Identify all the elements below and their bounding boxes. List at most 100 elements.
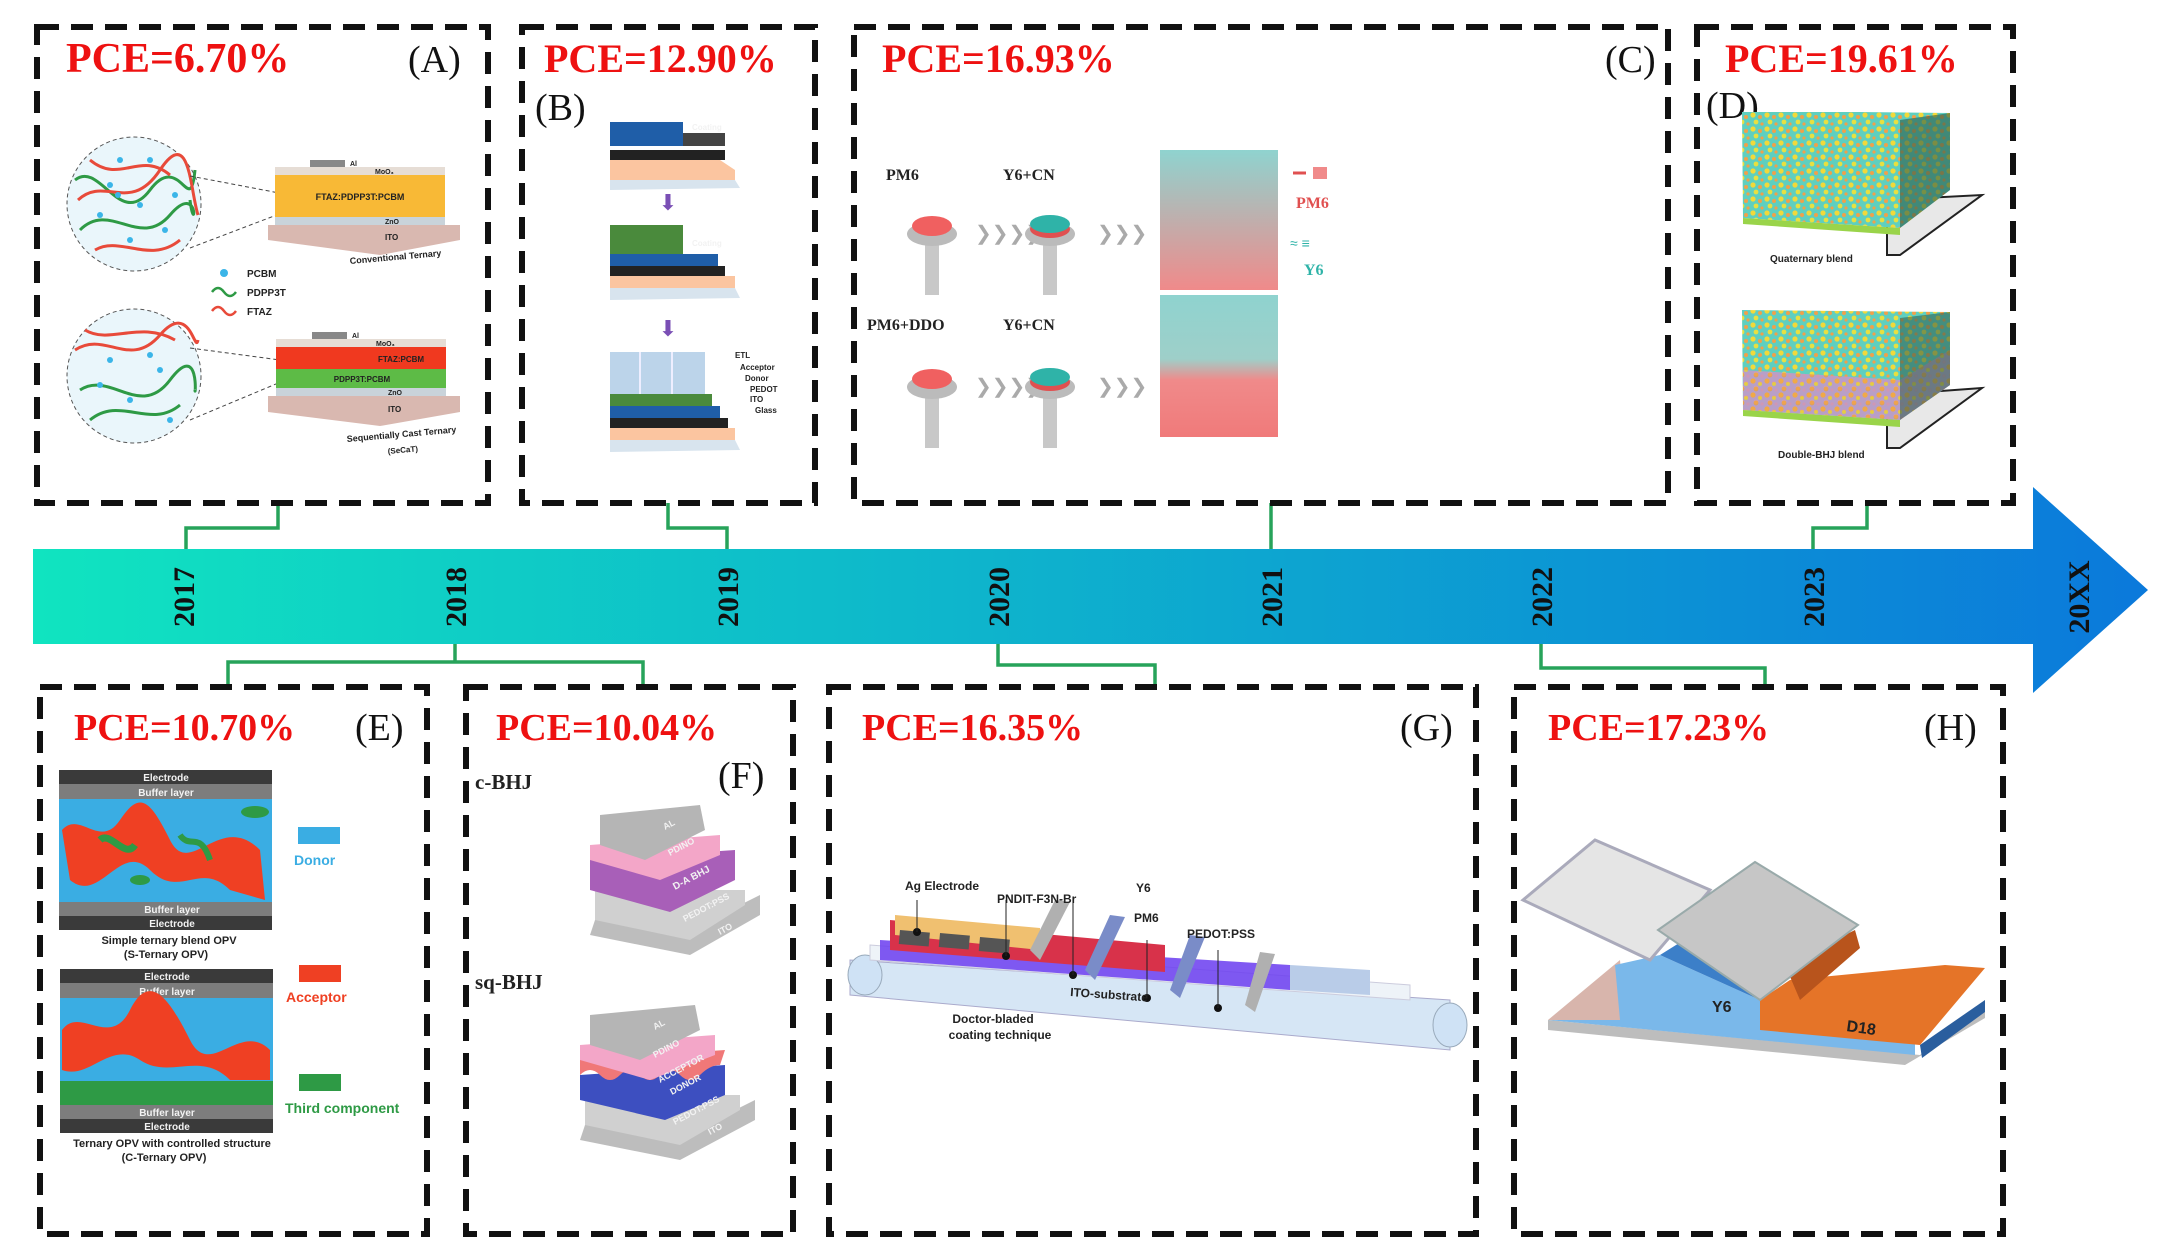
panel-c: PCE=16.93% (C) PM6 ❯❯❯❯ Y6+CN ❯❯❯ PM6+DD… [851,24,1671,506]
panels-b-layers-4: ITO [750,395,763,404]
panels-e-legend-0: Donor [294,852,336,868]
panels-c-row1-1: Y6+CN [1003,167,1055,184]
illustration-shape [1743,350,1950,420]
panels-a-bottom_device-layers-3: PDPP3T:PCBM [334,375,391,384]
panel-a-frame [34,24,491,506]
illustration-shape [312,332,347,339]
illustration-shape [60,1119,273,1133]
y6-aggregate-icon: ≈ ≡ [1290,235,1310,251]
illustration-shape [97,352,173,423]
panel-e-legend: Donor Acceptor Third component [285,827,400,1116]
panel-e: PCE=10.70% (E) Electrode Buffer layer Bu… [37,684,430,1237]
illustration-shape [130,875,150,885]
panels-e-stack_layers-buffer: Buffer layer [144,905,200,916]
illustration-shape [1043,240,1057,295]
panels-a-top_device-layers-3: ZnO [385,219,400,226]
illustration-shape [938,933,970,950]
panels-h-materials-0: Y6 [1712,999,1732,1016]
panels-e-legend-1: Acceptor [286,989,347,1005]
year-label-2017: 2017 [168,567,201,627]
panel-e-label: (E) [355,707,404,749]
panel-g-label: (G) [1400,707,1453,749]
panels-e-caption2_line1: Ternary OPV with controlled structure [73,1138,271,1150]
panels-h-materials-1: D18 [1845,1018,1877,1039]
illustration-shape [610,160,735,180]
illustration-shape [1900,312,1950,420]
panels-e-stack_layers-electrode: Electrode [149,919,195,930]
panels-d-captions-1: Double-BHJ blend [1778,450,1865,461]
illustration-shape [610,288,740,300]
panels-e-caption2_line2: (C-Ternary OPV) [122,1152,207,1164]
panels-c-legend-1: Y6 [1304,262,1324,279]
panel-b-frame [519,24,818,506]
illustration-shape [912,369,952,389]
illustration-shape [610,266,725,276]
illustration-shape [610,352,705,394]
illustration-shape [298,827,340,844]
illustration-shape [310,160,345,167]
illustration-shape [167,417,173,423]
illustration-shape [97,212,103,218]
panel-h: PCE=17.23% (H) Y6 D18 [1511,684,2006,1237]
sq-bhj-title: sq-BHJ [475,970,543,994]
illustration-shape [1656,860,1860,1002]
connector-a-2017 [184,503,280,549]
illustration-shape [97,834,138,853]
illustration-shape [97,382,103,388]
illustration-shape [66,308,202,444]
panels-b-layers-2: Donor [745,374,769,383]
panels-a-bottom_device-caption_line1: Sequentially Cast Ternary [346,424,456,444]
illustration-shape [62,802,265,900]
panels-e-stack_layers-buffer: Buffer layer [139,1108,195,1119]
illustration-shape [299,1074,341,1091]
panels-a-bottom_device-layers-4: ZnO [388,390,403,397]
illustration-shape [60,983,273,998]
coating-step-1: Coating [610,122,740,190]
illustration-shape [1030,215,1070,233]
illustration-shape [59,784,272,799]
illustration-shape [60,1081,273,1105]
panels-a-legend-0: PCBM [247,269,276,280]
illustration-shape [241,806,269,818]
panels-b-coating_label: Coating [692,123,722,132]
illustration-shape [115,192,121,198]
chevrons-icon: ❯❯❯ [1097,376,1147,398]
panel-f-pce: PCE=10.04% [496,707,717,749]
illustration-shape [610,225,683,254]
coating-step-2: Coating [610,225,740,300]
illustration-shape [275,167,445,175]
year-label-2019: 2019 [712,567,745,627]
panel-e-frame [37,684,430,1237]
chevrons-icon: ❯❯❯❯ [975,223,1042,245]
panels-b-layers-1: Acceptor [740,363,775,372]
panels-c-legend-0: PM6 [1296,195,1329,212]
illustration-shape [276,388,446,396]
illustration-shape [276,347,446,369]
panels-e-stack_layers-electrode: Electrode [144,1122,190,1133]
illustration-shape [610,394,712,406]
panel-a: PCE=6.70% (A) PCBM PDPP3 [34,24,491,506]
panels-a-bottom_device-layers-2: FTAZ:PCBM [378,355,424,364]
illustration-shape [189,347,296,363]
illustration-shape [1030,900,1070,960]
illustration-shape [595,890,745,940]
blade-coating-illustration: Y6 D18 [1520,838,1985,1065]
illustration-shape [276,369,446,388]
connector-g-2020 [996,644,1157,687]
coating-step-3-device: ETL Acceptor Donor PEDOT ITO Glass [610,351,778,452]
connector-b-2019 [666,503,729,549]
illustration-shape [610,440,740,452]
sq-bhj-stack: AL PDINO ACCEPTOR DONOR PEDOT:PSS ITO [580,1005,755,1160]
illustration-shape [1245,952,1275,1012]
panels-a-legend-2: FTAZ [247,307,272,318]
panel-d-pce: PCE=19.61% [1725,36,1958,81]
illustration-shape [1548,960,1625,1020]
illustration-shape [299,965,341,982]
panels-a-bottom_device-layers-0: Al [352,333,359,340]
illustration-shape [912,216,952,236]
illustration-shape [94,238,181,252]
year-label-2022: 2022 [1526,567,1559,627]
illustration-shape [79,364,197,398]
device-secat: Al MoO₃ FTAZ:PCBM PDPP3T:PCBM ZnO ITO Se… [268,332,460,456]
panels-b-coating_label: Coating [692,239,722,248]
